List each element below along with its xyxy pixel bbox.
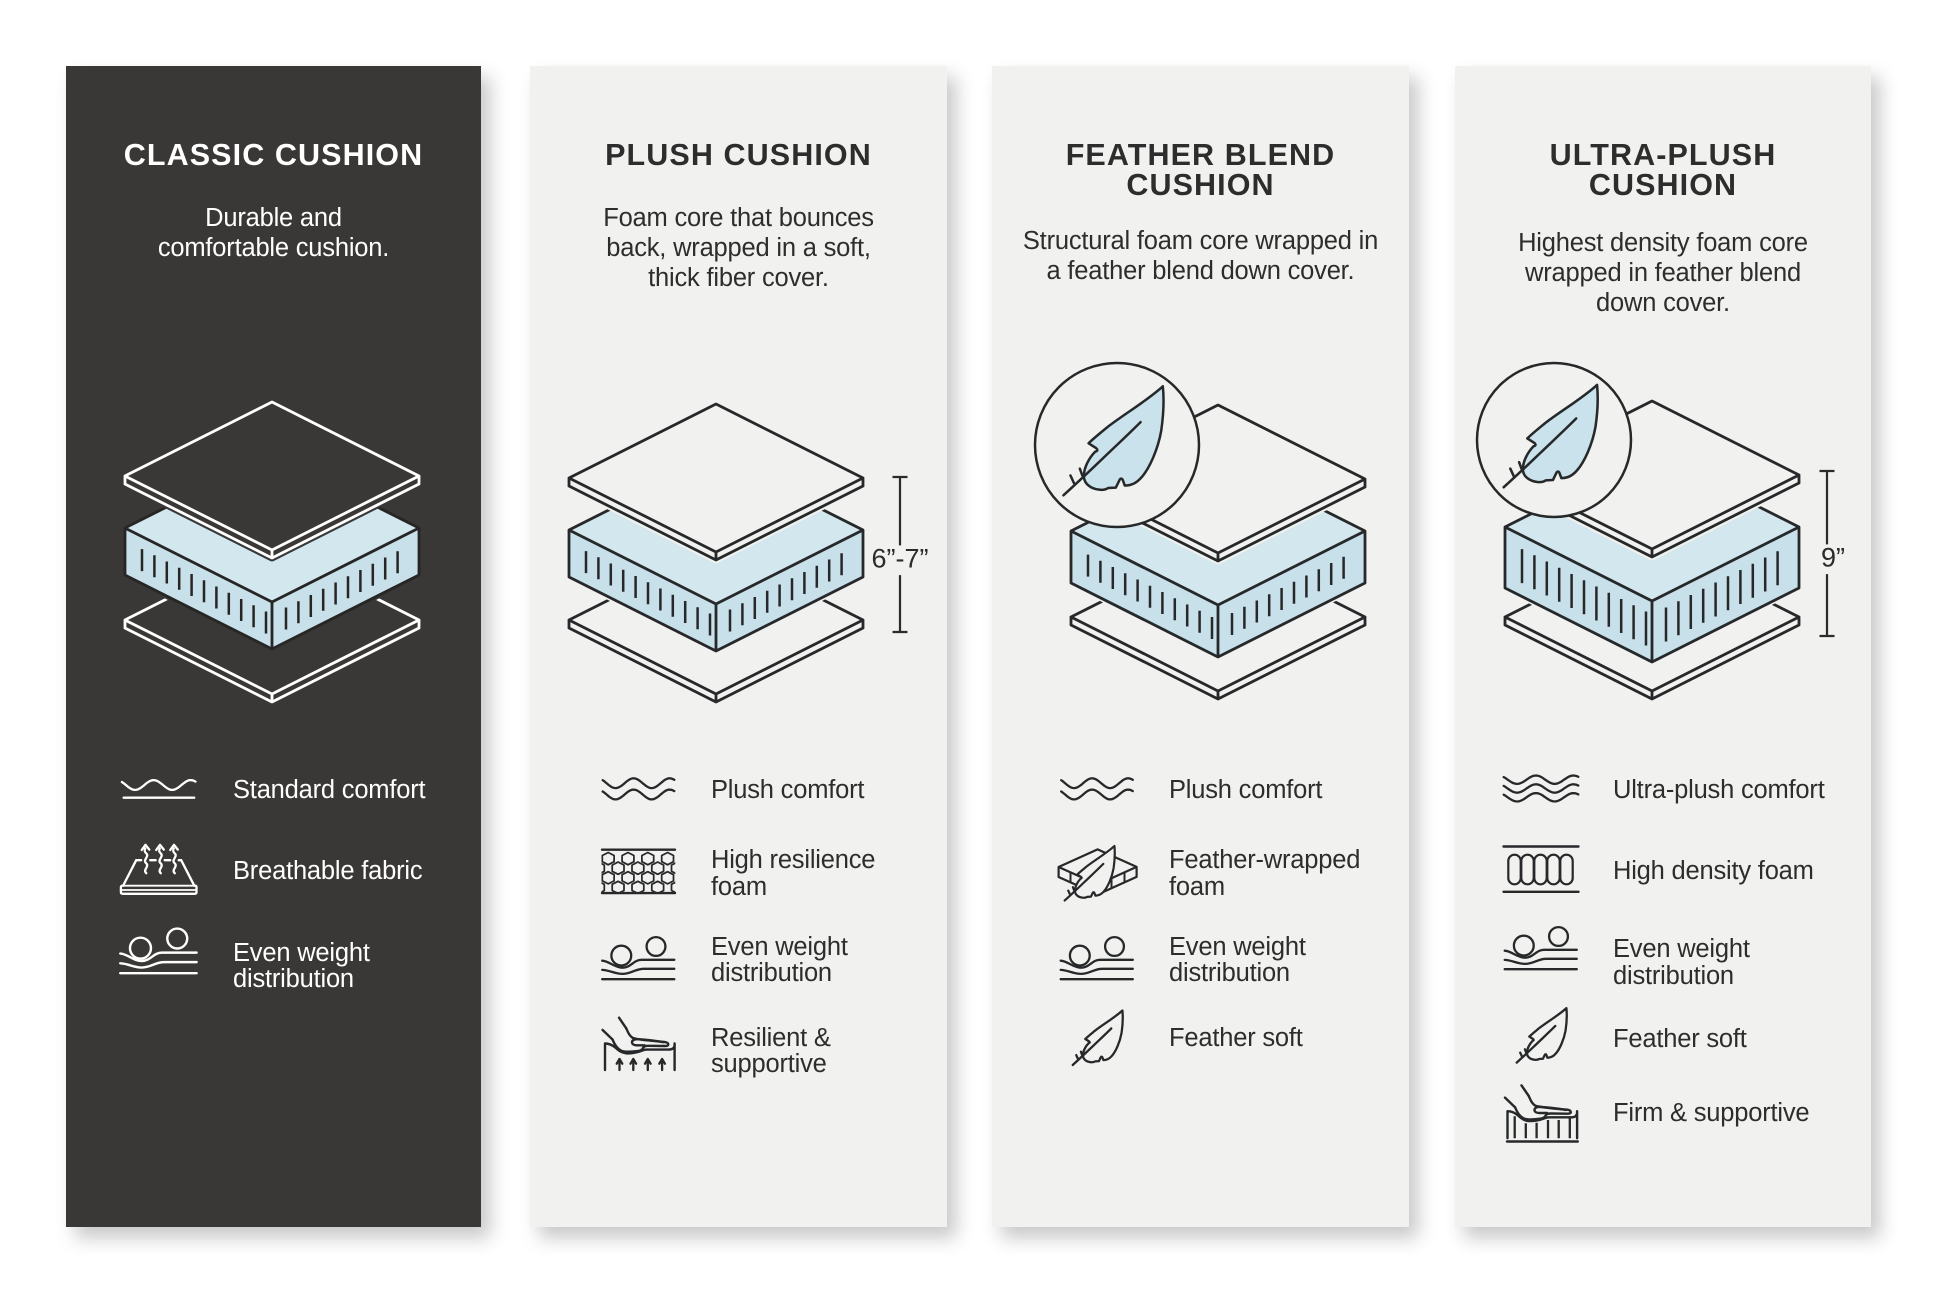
svg-text:6”-7”: 6”-7” — [871, 544, 928, 574]
svg-text:9”: 9” — [1821, 543, 1845, 573]
